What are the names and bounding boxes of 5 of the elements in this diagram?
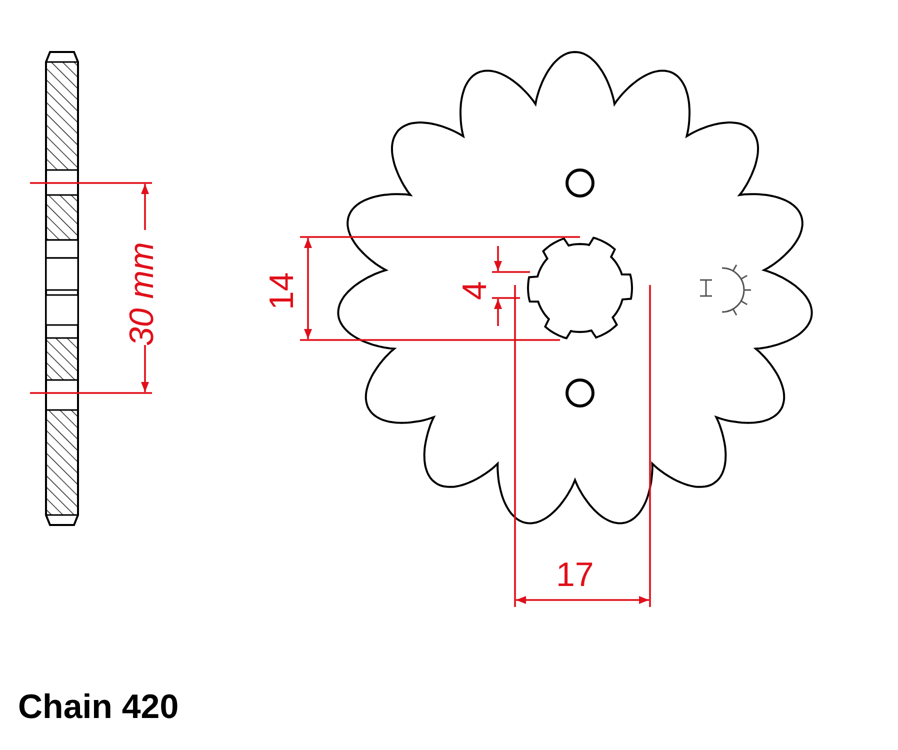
dimension-label: 17 [556,558,594,592]
chain-size-label: Chain 420 [18,688,179,727]
dimension-label: 30 mm [125,242,159,346]
dimension-label: 4 [458,281,492,300]
dimension-label: 14 [265,272,299,310]
